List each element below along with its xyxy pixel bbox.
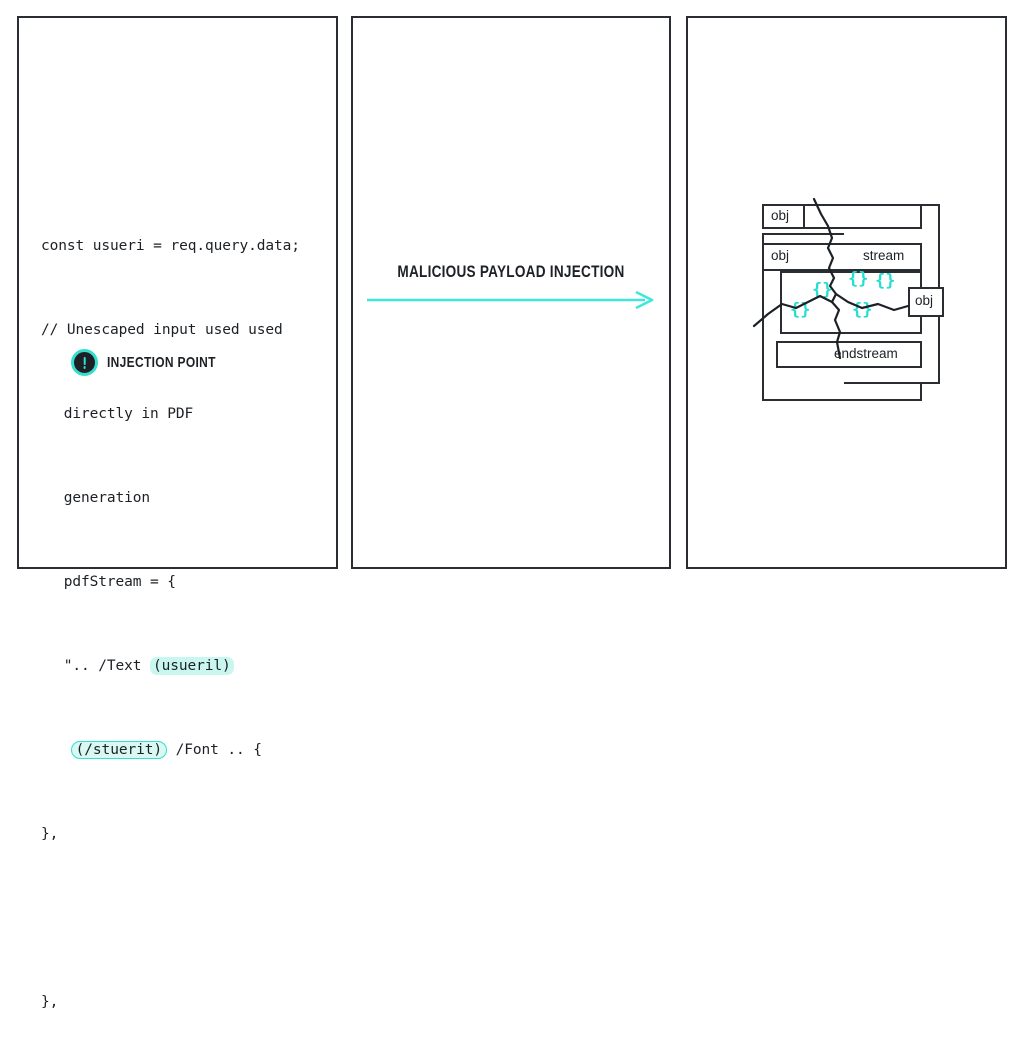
slide-canvas: const usueri = req.query.data; // Unesca… xyxy=(0,0,1024,585)
pdf-obj-right-chip xyxy=(908,287,944,317)
payload-flow-label: MALICIOUS PAYLOAD INJECTION xyxy=(353,262,669,282)
payload-flow-label-text: MALICIOUS PAYLOAD INJECTION xyxy=(397,262,625,281)
highlighted-payload-token: (/stuerit) xyxy=(70,741,167,759)
code-text-prefix: ".. /Text xyxy=(63,658,150,674)
code-line-text: // Unescaped input used used xyxy=(41,322,283,338)
payload-brace-glyph: {} xyxy=(848,269,869,289)
code-line-injected-text: ".. /Text (usueril) xyxy=(41,656,331,677)
warning-exclamation-icon xyxy=(71,349,98,376)
payload-flow-panel: MALICIOUS PAYLOAD INJECTION xyxy=(351,16,671,569)
code-line-text: const usueri = req.query.data; xyxy=(41,238,300,254)
code-closing-brace: }, xyxy=(41,994,59,1010)
code-line-payload: (/stuerit) /Font .. { xyxy=(41,740,331,761)
code-line-text: generation xyxy=(63,490,150,506)
code-line-text: pdfStream = { xyxy=(63,574,176,590)
code-line-text: directly in PDF xyxy=(63,406,194,422)
code-line: }, xyxy=(41,824,331,845)
pdf-obj-top-tag xyxy=(762,204,805,229)
payload-brace-glyph: {} xyxy=(875,271,896,291)
code-closing-brace: }, xyxy=(41,826,59,842)
payload-brace-glyph: {} xyxy=(790,300,811,320)
pdf-stream-header xyxy=(762,243,922,271)
pdf-obj-main-label: obj xyxy=(771,248,790,263)
highlighted-user-input: (usueril) xyxy=(150,657,234,675)
injection-point-label: INJECTION POINT xyxy=(107,354,216,371)
code-text-suffix: /Font .. { xyxy=(166,742,262,758)
pdf-endstream-label: endstream xyxy=(834,346,898,361)
vulnerable-code-panel: const usueri = req.query.data; // Unesca… xyxy=(17,16,338,1010)
right-arrow-icon xyxy=(367,291,654,309)
injection-point-callout: INJECTION POINT xyxy=(71,349,243,376)
pdf-obj-top-label: obj xyxy=(771,208,790,223)
payload-brace-glyph: {} xyxy=(812,280,833,300)
code-block: const usueri = req.query.data; // Unesca… xyxy=(41,173,331,1055)
code-line: // Unescaped input used used xyxy=(41,320,331,341)
code-line: pdfStream = { xyxy=(41,572,331,593)
pdf-obj-right-label: obj xyxy=(915,293,934,308)
pdf-endstream-bar xyxy=(776,341,922,368)
pdf-structure-panel: obj obj stream obj endstream {} {} {} {}… xyxy=(686,16,1007,569)
code-line: generation xyxy=(41,488,331,509)
code-line: directly in PDF xyxy=(41,404,331,425)
payload-brace-glyph: {} xyxy=(852,300,873,320)
code-line-spacer xyxy=(41,908,331,929)
pdf-object-diagram: obj obj stream obj endstream {} {} {} {}… xyxy=(748,186,953,401)
pdf-stream-label: stream xyxy=(863,248,905,263)
code-line: const usueri = req.query.data; xyxy=(41,236,331,257)
code-line: }, xyxy=(41,992,331,1013)
